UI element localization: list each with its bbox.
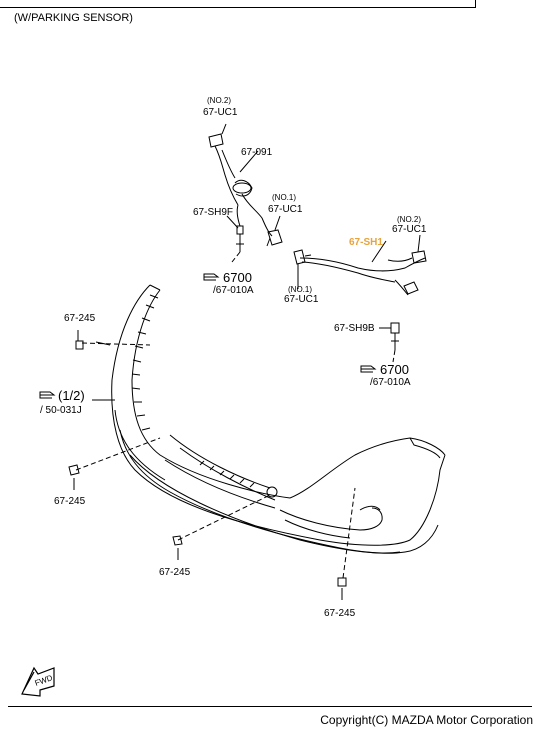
label-245-b: 67-245 [54,496,86,507]
label-uc1-low: 67-UC1 [284,294,319,305]
ref-6700-left: 6700 [223,270,252,285]
label-uc1-right: 67-UC1 [392,224,427,235]
leader-lines [92,123,421,401]
top-rule [0,7,476,8]
top-rule-tick [475,0,476,8]
label-245-c: 67-245 [159,567,191,578]
pointing-hand-icon [203,273,220,281]
label-no1-mid: (NO.1) [272,193,296,202]
label-no2-top: (NO.2) [207,96,231,105]
label-245-d: 67-245 [324,608,356,619]
ref-1-2: (1/2) [58,388,85,403]
dashed-projections [75,251,396,579]
front-bumper [111,284,446,554]
parking-sensor-harness [208,133,427,350]
pointing-hand-icon [39,391,56,399]
copyright: Copyright(C) MAZDA Motor Corporation [320,713,533,727]
label-no2-right: (NO.2) [397,215,421,224]
label-sh9f: 67-SH9F [193,207,233,218]
bottom-rule [8,706,532,707]
ref-031j: / 50-031J [40,405,82,416]
ref-6700-right: 6700 [380,362,409,377]
label-sh9b: 67-SH9B [334,323,375,334]
label-091: 67-091 [241,147,273,158]
ref-010a-right: /67-010A [370,377,411,388]
label-no1-low: (NO.1) [288,285,312,294]
label-uc1-top: 67-UC1 [203,107,238,118]
ref-010a-left: /67-010A [213,285,254,296]
fwd-label: FWD [34,673,54,688]
pointing-hand-icon [360,365,377,373]
forward-arrow-icon [21,666,55,697]
label-sh1: 67-SH1 [349,237,383,248]
label-245-a: 67-245 [64,313,96,324]
clip-67-245 [68,330,347,600]
label-uc1-mid: 67-UC1 [268,204,303,215]
variant-label: (W/PARKING SENSOR) [14,12,133,24]
